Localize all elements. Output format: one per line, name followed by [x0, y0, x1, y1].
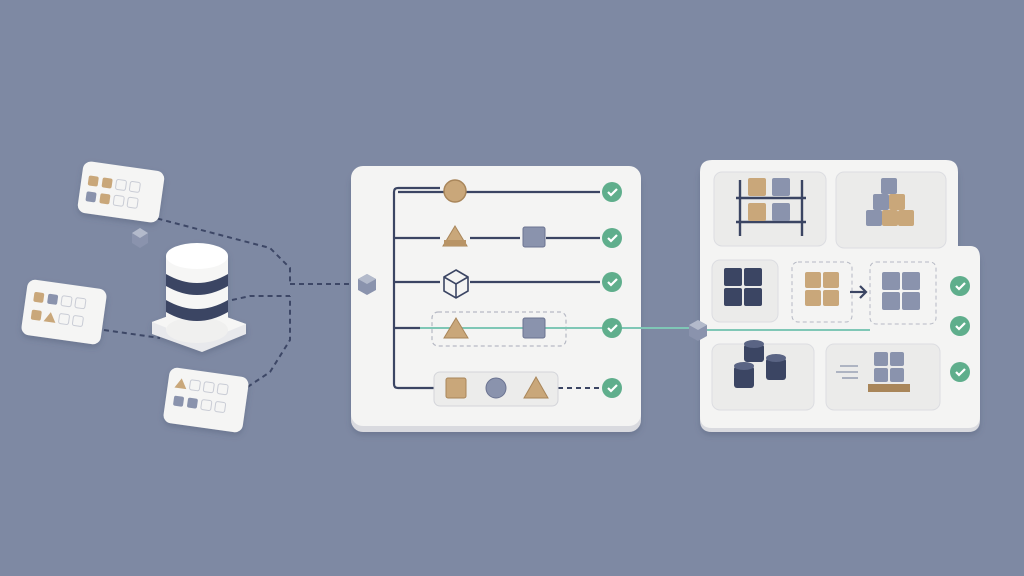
- block-pair-icon: [711, 259, 779, 323]
- source-card-1: [77, 161, 165, 223]
- cube-node-icon: [689, 320, 707, 341]
- connector-card3-merge: [239, 296, 291, 393]
- check-circle-icon: [950, 362, 970, 382]
- connector-card2-db: [103, 329, 161, 339]
- triangle-token: [442, 225, 468, 247]
- dashed-connectors: [103, 213, 360, 393]
- arrow-right-icon: [850, 285, 868, 299]
- shape-tray: [433, 371, 559, 407]
- barrel-stack-icon: [711, 340, 815, 411]
- connector-db-merge: [231, 295, 290, 301]
- source-card-3: [163, 367, 249, 433]
- check-circle-icon: [602, 378, 622, 398]
- check-circle-icon: [602, 228, 622, 248]
- connector-card1-merge: [139, 213, 291, 284]
- square-token-highlight: [522, 317, 546, 339]
- square-token: [522, 226, 546, 248]
- pipeline-panel: [351, 166, 700, 432]
- wireframe-cube-icon: [443, 269, 469, 299]
- stacked-boxes-icon: [835, 171, 947, 249]
- pallet-icon: [825, 343, 941, 411]
- check-circle-icon: [602, 182, 622, 202]
- database-icon: [152, 243, 246, 352]
- check-circle-icon: [950, 276, 970, 296]
- triangle-token-highlight: [443, 317, 469, 339]
- check-circle-icon: [602, 272, 622, 292]
- pipeline-trunk: [392, 186, 440, 390]
- check-circle-icon: [950, 316, 970, 336]
- cube-node-icon: [358, 274, 376, 295]
- source-card-2: [21, 279, 107, 345]
- source-card-1-node: [132, 228, 148, 248]
- circle-token: [443, 179, 467, 203]
- storage-panel: [689, 160, 980, 432]
- box-transfer-icon: [791, 261, 937, 325]
- shelf-rack-icon: [713, 171, 827, 247]
- check-circle-icon: [602, 318, 622, 338]
